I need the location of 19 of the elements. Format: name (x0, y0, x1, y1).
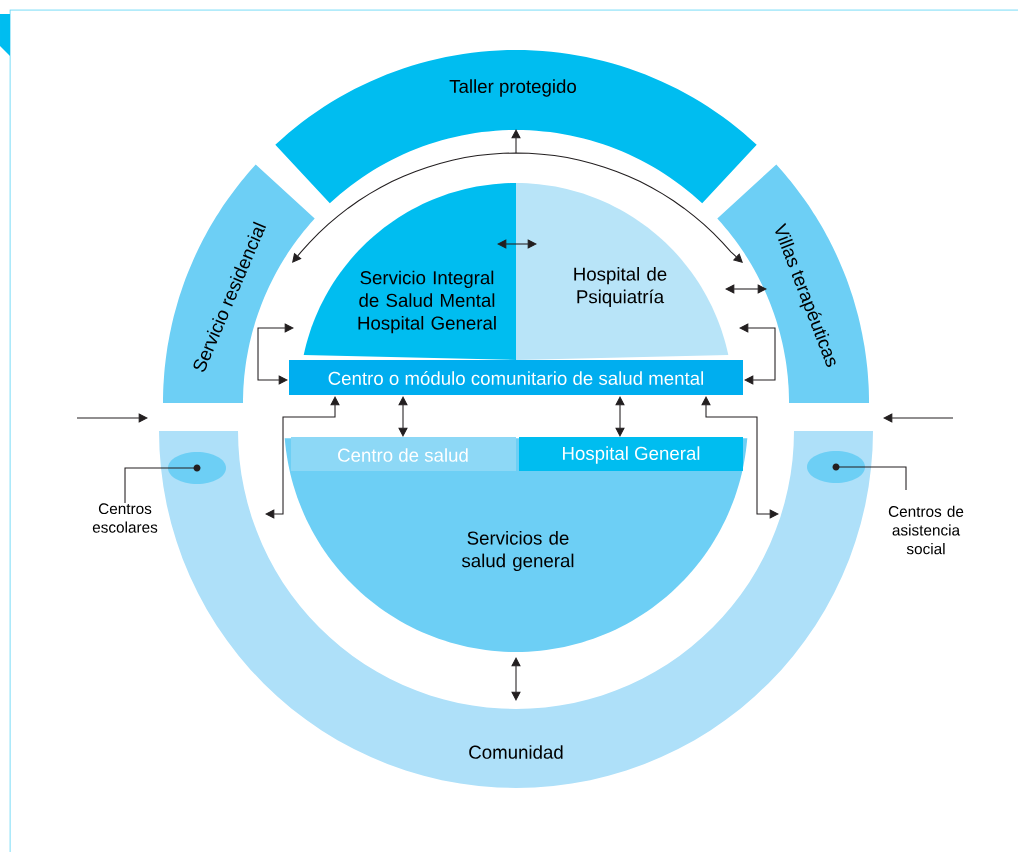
arrow (725, 284, 767, 294)
node-text: Centros escolares (92, 503, 158, 533)
arrow (739, 323, 776, 385)
arrow (511, 657, 521, 701)
ring-segment: Taller protegido (275, 50, 757, 204)
arrow (497, 239, 537, 249)
ellipse-marker (807, 451, 865, 483)
ellipse-marker (168, 452, 226, 484)
arrow (701, 396, 779, 519)
arrow (257, 323, 294, 385)
arrow (265, 396, 340, 519)
arrow (398, 396, 408, 437)
arrow (615, 396, 625, 437)
band: Centro o módulo comunitario de salud mental (289, 360, 743, 395)
band: Centro de salud (291, 437, 516, 471)
arrow (511, 129, 521, 154)
node-text: Centros de asistencia social (888, 505, 964, 555)
arrow (292, 152, 743, 263)
band: Hospital General (519, 437, 743, 471)
